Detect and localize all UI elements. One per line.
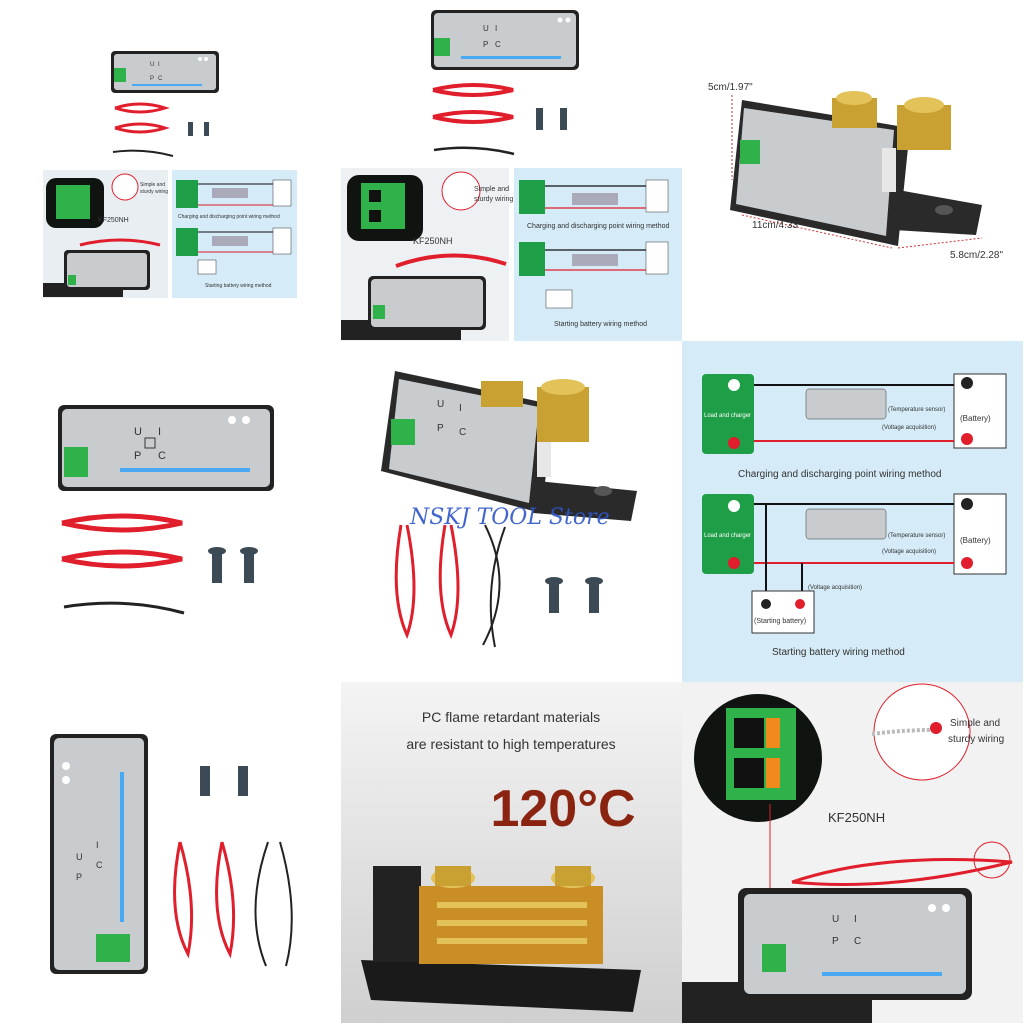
- callout-wire-small-1: Simple and: [140, 182, 165, 188]
- key-i-2: I: [495, 24, 497, 33]
- panel-accessories: U I P C: [0, 341, 341, 682]
- method2-small: Starting battery wiring method: [205, 283, 272, 289]
- battery-label-1: (Battery): [960, 414, 991, 423]
- dim-height: 5cm/1.97": [708, 82, 753, 93]
- key-u-6: U: [76, 852, 83, 862]
- key-c: C: [158, 76, 163, 82]
- key-c-6: C: [96, 860, 103, 870]
- panel-terminal-closeup: KF250NH Simple and sturdy wiring U I P C: [682, 682, 1023, 1023]
- panel-flame-retardant: PC flame retardant materials are resista…: [341, 682, 682, 1023]
- callout-wire-2b: sturdy wiring: [474, 196, 513, 203]
- key-i-8: I: [854, 914, 857, 925]
- key-i-4: I: [459, 403, 462, 414]
- key-i: I: [158, 62, 160, 68]
- key-u-2: U: [483, 24, 489, 33]
- voltage-label-3: (Voltage acquisition): [808, 585, 862, 591]
- dim-length: 11cm/4.33": [752, 220, 802, 231]
- temp-label-1: (Temperature sensor): [888, 407, 945, 413]
- load-label-1: Load and charger: [704, 413, 751, 419]
- key-i-6: I: [96, 840, 99, 850]
- callout-terminal: KF250NH: [828, 810, 885, 825]
- key-c-4: C: [459, 427, 466, 438]
- callout-wire-2a: Simple and: [474, 186, 509, 193]
- voltage-label-2: (Voltage acquisition): [882, 549, 936, 555]
- method1-label: Charging and discharging point wiring me…: [738, 469, 941, 480]
- key-p-4: P: [437, 423, 444, 434]
- promo-temp: 120°C: [490, 780, 635, 838]
- starting-battery-label: (Starting battery): [754, 618, 806, 625]
- key-p-2: P: [483, 40, 488, 49]
- key-p-8: P: [832, 936, 839, 947]
- voltage-label-1: (Voltage acquisition): [882, 425, 936, 431]
- method1-small: Charging and discharging point wiring me…: [178, 214, 280, 220]
- callout-terminal-small: KF250NH: [98, 217, 129, 224]
- panel-product-angle: U I P C: [341, 341, 682, 682]
- method2-label: Starting battery wiring method: [772, 647, 905, 658]
- panel-vertical-product: U I P C: [0, 682, 341, 1023]
- key-u-3: U: [134, 426, 142, 438]
- key-p: P: [150, 76, 154, 82]
- key-c-2: C: [495, 40, 501, 49]
- callout-terminal-2: KF250NH: [413, 236, 453, 246]
- panel-package-overview: U I P C KF250NH Simple and sturdy wiring…: [341, 0, 682, 341]
- battery-label-2: (Battery): [960, 536, 991, 545]
- dim-width: 5.8cm/2.28": [950, 250, 1003, 261]
- callout-wire-1: Simple and: [950, 718, 1000, 729]
- key-c-8: C: [854, 936, 861, 947]
- promo-line1: PC flame retardant materials: [422, 709, 600, 725]
- key-u-8: U: [832, 914, 839, 925]
- key-u-4: U: [437, 399, 444, 410]
- panel-package-overview-small: U I P C KF250NH Simple and sturdy wiring…: [0, 0, 341, 341]
- key-u: U: [150, 62, 154, 68]
- method1-2: Charging and discharging point wiring me…: [527, 223, 670, 230]
- key-p-3: P: [134, 450, 141, 462]
- panel-wiring-diagram: Load and charger (Battery) (Temperature …: [682, 341, 1023, 682]
- callout-wire-small-2: sturdy wiring: [140, 189, 168, 195]
- key-p-6: P: [76, 872, 82, 882]
- callout-wire-2: sturdy wiring: [948, 734, 1004, 745]
- promo-line2: are resistant to high temperatures: [406, 736, 615, 752]
- key-c-3: C: [158, 450, 166, 462]
- method2-2: Starting battery wiring method: [554, 321, 647, 328]
- panel-dimensions: 5cm/1.97" 11cm/4.33" 5.8cm/2.28": [682, 0, 1023, 341]
- temp-label-2: (Temperature sensor): [888, 533, 945, 539]
- key-i-3: I: [158, 426, 161, 438]
- load-label-2: Load and charger: [704, 533, 751, 539]
